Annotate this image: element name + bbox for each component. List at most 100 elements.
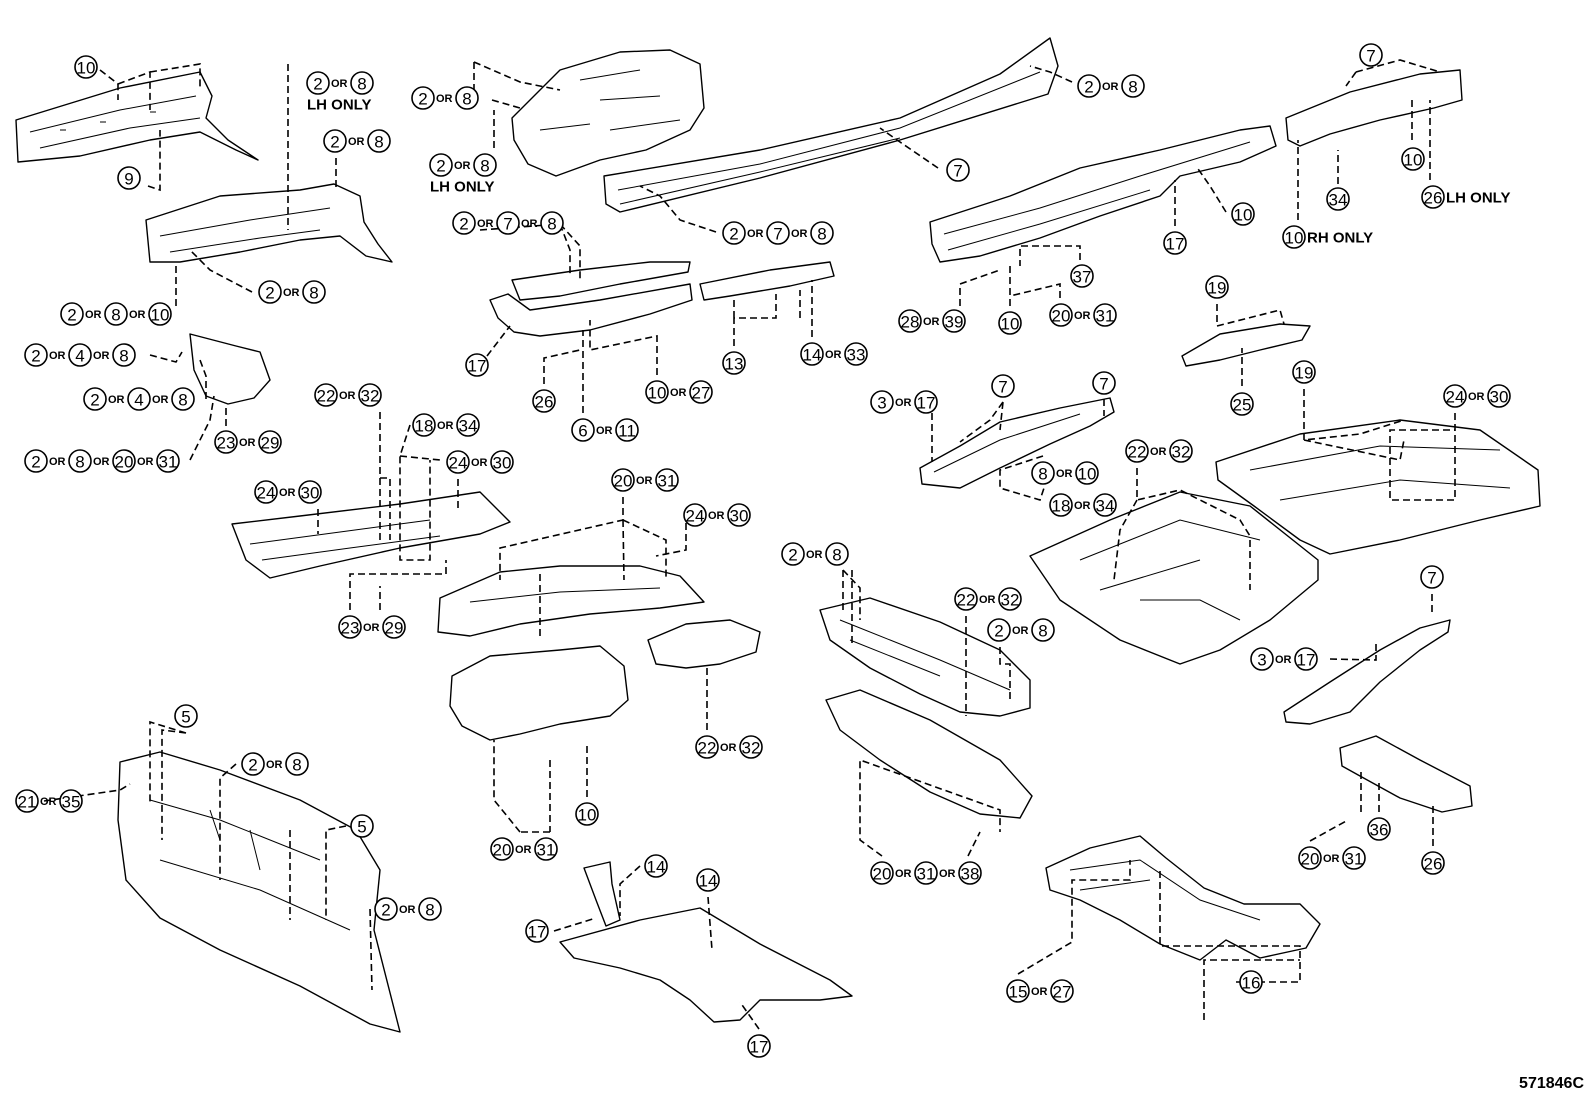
part-number-circle: [285, 752, 309, 776]
or-separator: OR: [895, 397, 912, 409]
part-number-circle: [214, 430, 238, 454]
part-number: 7: [998, 378, 1007, 397]
part-number: 18: [415, 417, 434, 436]
part-number: 33: [847, 346, 866, 365]
part-number-circle: [1239, 970, 1263, 994]
part-number: 14: [803, 346, 822, 365]
part-number-circle: [1070, 264, 1094, 288]
callout: 16: [1239, 970, 1263, 994]
part-number-circle: [496, 211, 520, 235]
part-number-circle: [1342, 846, 1366, 870]
part-number-circle: [739, 735, 763, 759]
part-number-circle: [1075, 461, 1099, 485]
part-rear-floor-center-crossmember: [825, 689, 1033, 819]
part-apron-bracket: [189, 333, 271, 405]
part-number-circle: [367, 129, 391, 153]
part-number: 2: [248, 756, 257, 775]
part-number: 17: [750, 1038, 769, 1057]
part-number: 8: [178, 391, 187, 410]
part-number-circle: [314, 383, 338, 407]
part-number: 30: [301, 484, 320, 503]
part-floor-brace: [647, 619, 761, 669]
part-front-apron-member: [145, 183, 393, 263]
part-number: 10: [578, 806, 597, 825]
or-separator: OR: [636, 475, 653, 487]
part-number: 26: [1424, 189, 1443, 208]
callout: 10: [74, 55, 98, 79]
part-number: 8: [309, 284, 318, 303]
callout: 7: [991, 374, 1015, 398]
or-separator: OR: [85, 309, 102, 321]
part-number: 2: [436, 157, 445, 176]
callout: 7: [1092, 371, 1116, 395]
or-separator: OR: [596, 425, 613, 437]
part-number: 15: [1009, 983, 1028, 1002]
part-number-circle: [571, 418, 595, 442]
part-number-circle: [611, 468, 635, 492]
part-rear-rail: [1285, 69, 1463, 147]
part-front-floor-pan-rh: [231, 491, 511, 579]
part-number: 31: [159, 453, 178, 472]
part-rear-floor-side-member-upper: [919, 397, 1115, 489]
part-number-circle: [534, 837, 558, 861]
part-number: 8: [462, 90, 471, 109]
part-number: 20: [1301, 850, 1320, 869]
part-number: 10: [151, 306, 170, 325]
or-separator: OR: [129, 309, 146, 321]
part-number: 7: [503, 215, 512, 234]
callout: 10: [1401, 147, 1425, 171]
part-number-circle: [898, 309, 922, 333]
part-number-circle: [644, 854, 668, 878]
part-number: 3: [877, 394, 886, 413]
part-number-circle: [350, 71, 374, 95]
part-number: 8: [832, 546, 841, 565]
part-number: 2: [313, 75, 322, 94]
part-number-circle: [490, 450, 514, 474]
part-number: 3: [1257, 651, 1266, 670]
or-separator: OR: [1031, 986, 1048, 998]
part-number: 5: [181, 708, 190, 727]
part-number-circle: [781, 542, 805, 566]
part-number: 29: [261, 434, 280, 453]
part-number: 17: [468, 357, 487, 376]
part-number-circle: [1294, 647, 1318, 671]
part-number-circle: [302, 280, 326, 304]
part-number-circle: [455, 86, 479, 110]
part-number: 24: [686, 507, 705, 526]
part-number: 5: [357, 818, 366, 837]
part-number-circle: [254, 480, 278, 504]
part-number-circle: [323, 129, 347, 153]
part-front-suspension-tower: [511, 49, 705, 177]
callout: 5: [174, 704, 198, 728]
part-number: 7: [773, 225, 782, 244]
part-number: 22: [957, 591, 976, 610]
part-number: 8: [374, 133, 383, 152]
part-number-circle: [1230, 392, 1254, 416]
part-number: 32: [742, 739, 761, 758]
part-number-circle: [1401, 147, 1425, 171]
or-separator: OR: [670, 387, 687, 399]
part-number: 10: [1234, 206, 1253, 225]
part-number-circle: [83, 387, 107, 411]
part-number-circle: [117, 166, 141, 190]
part-number-circle: [689, 380, 713, 404]
part-number-circle: [1367, 817, 1391, 841]
or-separator: OR: [93, 456, 110, 468]
or-separator: OR: [1323, 853, 1340, 865]
